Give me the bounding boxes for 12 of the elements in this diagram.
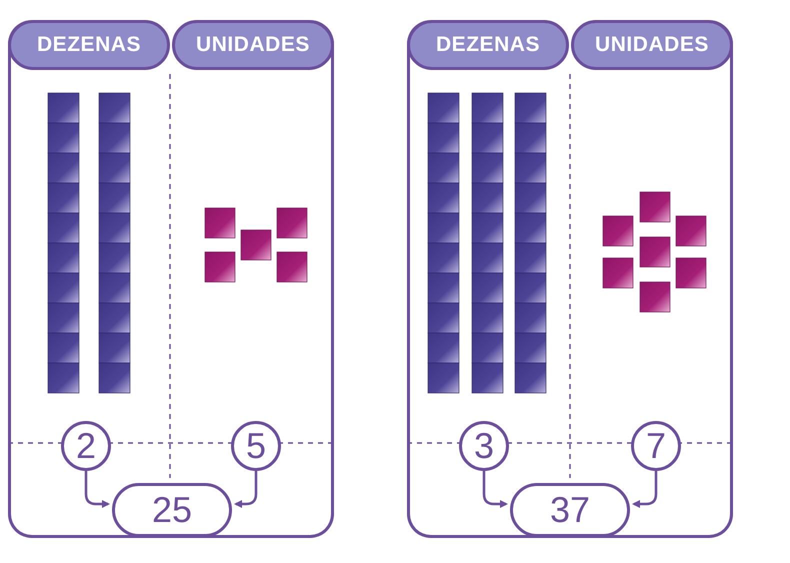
total-pill: 37 xyxy=(510,483,630,537)
header-tab: UNIDADES xyxy=(172,20,334,70)
arrow xyxy=(632,471,658,508)
header-tab: DEZENAS xyxy=(407,20,569,70)
place-value-panel xyxy=(8,20,334,538)
header-tab: DEZENAS xyxy=(8,20,170,70)
arrow xyxy=(234,471,258,508)
header-tab: UNIDADES xyxy=(571,20,733,70)
arrow xyxy=(84,471,110,508)
total-pill: 25 xyxy=(112,483,232,537)
arrow xyxy=(482,471,508,508)
place-value-panel xyxy=(407,20,733,538)
